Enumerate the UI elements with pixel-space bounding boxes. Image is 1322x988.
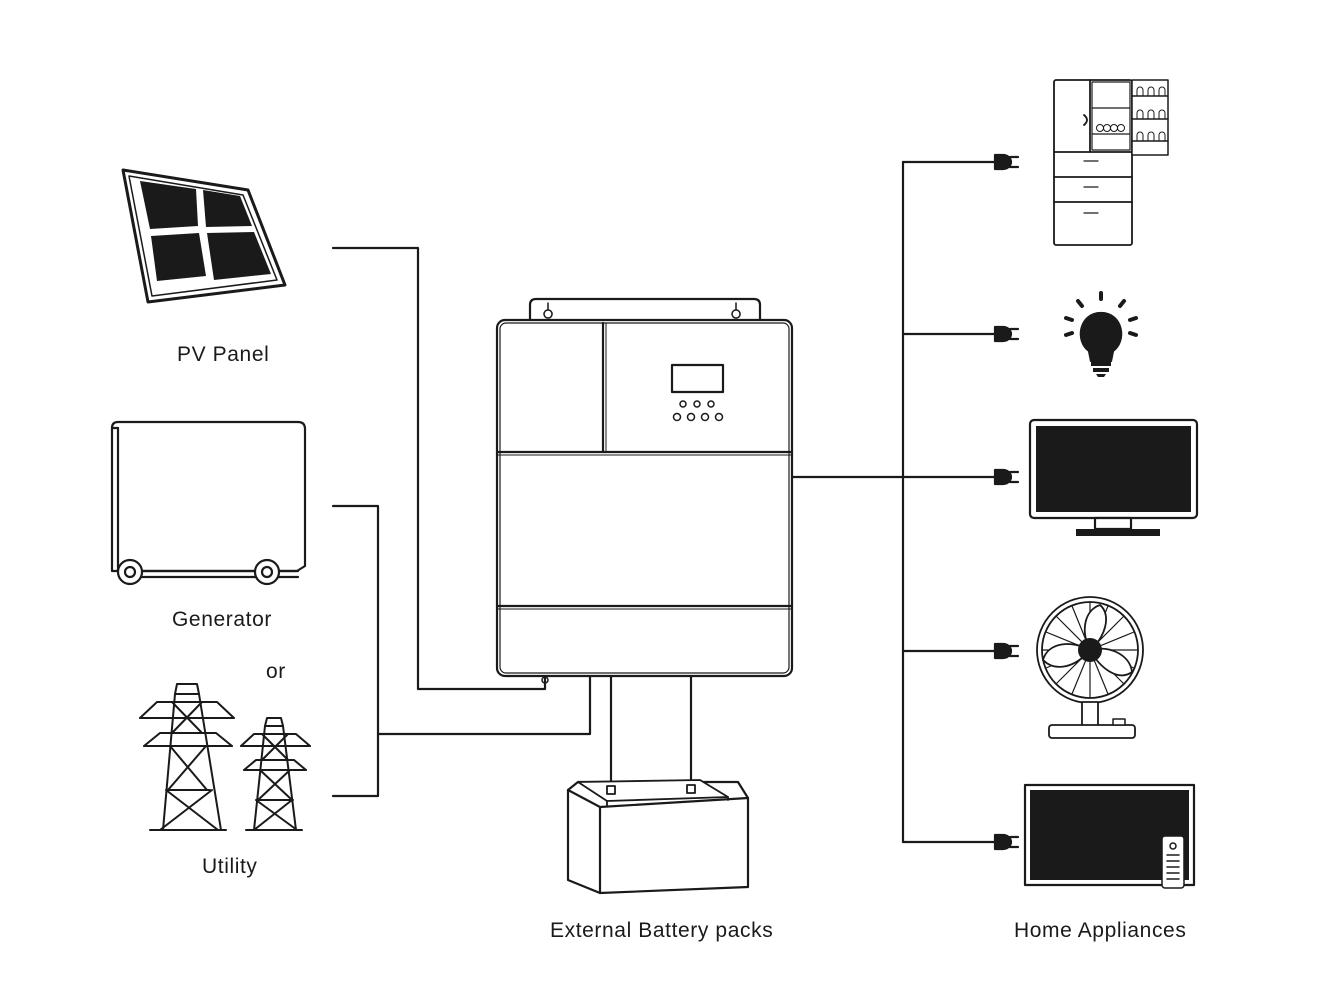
light-bulb-icon <box>1064 291 1138 377</box>
plug-icon <box>993 325 1020 343</box>
remote-control-icon <box>1161 835 1185 889</box>
generator-wire <box>331 504 380 798</box>
inverter-icon <box>495 297 794 684</box>
battery-icon <box>566 779 750 895</box>
or-label: or <box>266 660 286 683</box>
plug-icon <box>993 153 1020 171</box>
battery-label: External Battery packs <box>550 919 774 942</box>
ac-input-wire <box>376 670 592 736</box>
pv-wire <box>331 246 547 691</box>
generator-icon <box>110 420 307 586</box>
utility-label: Utility <box>202 855 258 878</box>
inverter-display <box>670 363 725 394</box>
television-icon <box>1028 418 1199 536</box>
plug-icon <box>993 833 1020 851</box>
refrigerator-icon <box>1053 79 1169 246</box>
wires <box>331 160 997 844</box>
fan-icon <box>1036 596 1144 739</box>
appliances-label: Home Appliances <box>1014 919 1187 942</box>
solar-panel-icon <box>121 168 287 304</box>
transmission-tower-icon <box>139 683 311 831</box>
pv-panel-label: PV Panel <box>177 343 270 366</box>
plug-icon <box>993 468 1020 486</box>
plug-icon <box>993 642 1020 660</box>
generator-label: Generator <box>172 608 272 631</box>
